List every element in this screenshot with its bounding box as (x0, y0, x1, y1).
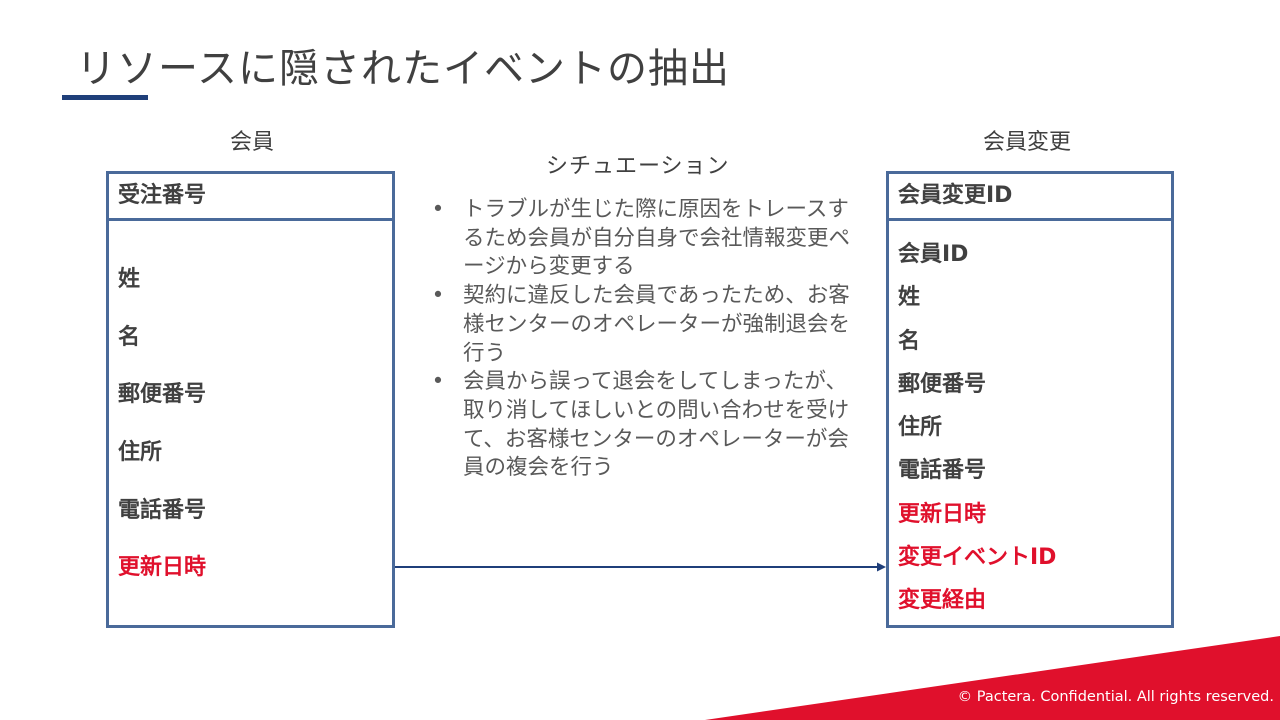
bullet-icon: • (431, 283, 445, 309)
member-field: 姓 (118, 267, 141, 292)
page-title: リソースに隠されたイベントの抽出 (76, 46, 730, 92)
situation-item: • 会員から誤って退会をしてしまったが、取り消してほしいとの問い合わせを受けて、… (428, 368, 858, 483)
member-change-entity-box: 会員変更ID 会員ID 姓 名 郵便番号 住所 電話番号 更新日時 変更イベント… (886, 171, 1174, 628)
member-entity-caption: 会員 (230, 130, 275, 155)
member-change-field: 郵便番号 (898, 372, 987, 397)
member-change-field: 会員ID (898, 242, 969, 267)
member-change-highlighted-field: 更新日時 (898, 502, 987, 527)
situation-item: • トラブルが生じた際に原因をトレースするため会員が自分自身で会社情報変更ページ… (428, 196, 858, 282)
situation-item-text: トラブルが生じた際に原因をトレースするため会員が自分自身で会社情報変更ページから… (463, 197, 851, 280)
member-field: 名 (118, 325, 141, 350)
member-change-field: 電話番号 (898, 458, 987, 483)
situation-list: • トラブルが生じた際に原因をトレースするため会員が自分自身で会社情報変更ページ… (428, 196, 858, 483)
situation-item-text: 契約に違反した会員であったため、お客様センターのオペレーターが強制退会を行う (463, 283, 851, 366)
member-field: 住所 (118, 440, 163, 465)
situation-title: シチュエーション (546, 154, 730, 179)
member-field: 電話番号 (118, 498, 207, 523)
bullet-icon: • (431, 369, 445, 395)
situation-item-text: 会員から誤って退会をしてしまったが、取り消してほしいとの問い合わせを受けて、お客… (463, 369, 850, 481)
member-change-entity-caption: 会員変更 (983, 130, 1072, 155)
member-entity-key-field: 受注番号 (109, 174, 392, 221)
member-change-field: 姓 (898, 285, 921, 310)
member-change-entity-key-field: 会員変更ID (889, 174, 1171, 221)
member-change-highlighted-field: 変更経由 (898, 588, 987, 613)
title-underline (62, 95, 148, 100)
footer-copyright: © Pactera. Confidential. All rights rese… (957, 689, 1274, 705)
member-change-field: 住所 (898, 415, 943, 440)
member-field: 郵便番号 (118, 382, 207, 407)
member-entity-box: 受注番号 姓 名 郵便番号 住所 電話番号 更新日時 (106, 171, 395, 628)
bullet-icon: • (431, 197, 445, 222)
member-highlighted-field: 更新日時 (118, 555, 207, 580)
situation-item: • 契約に違反した会員であったため、お客様センターのオペレーターが強制退会を行う (428, 282, 858, 368)
member-change-highlighted-field: 変更イベントID (898, 545, 1057, 570)
member-change-field: 名 (898, 329, 921, 354)
